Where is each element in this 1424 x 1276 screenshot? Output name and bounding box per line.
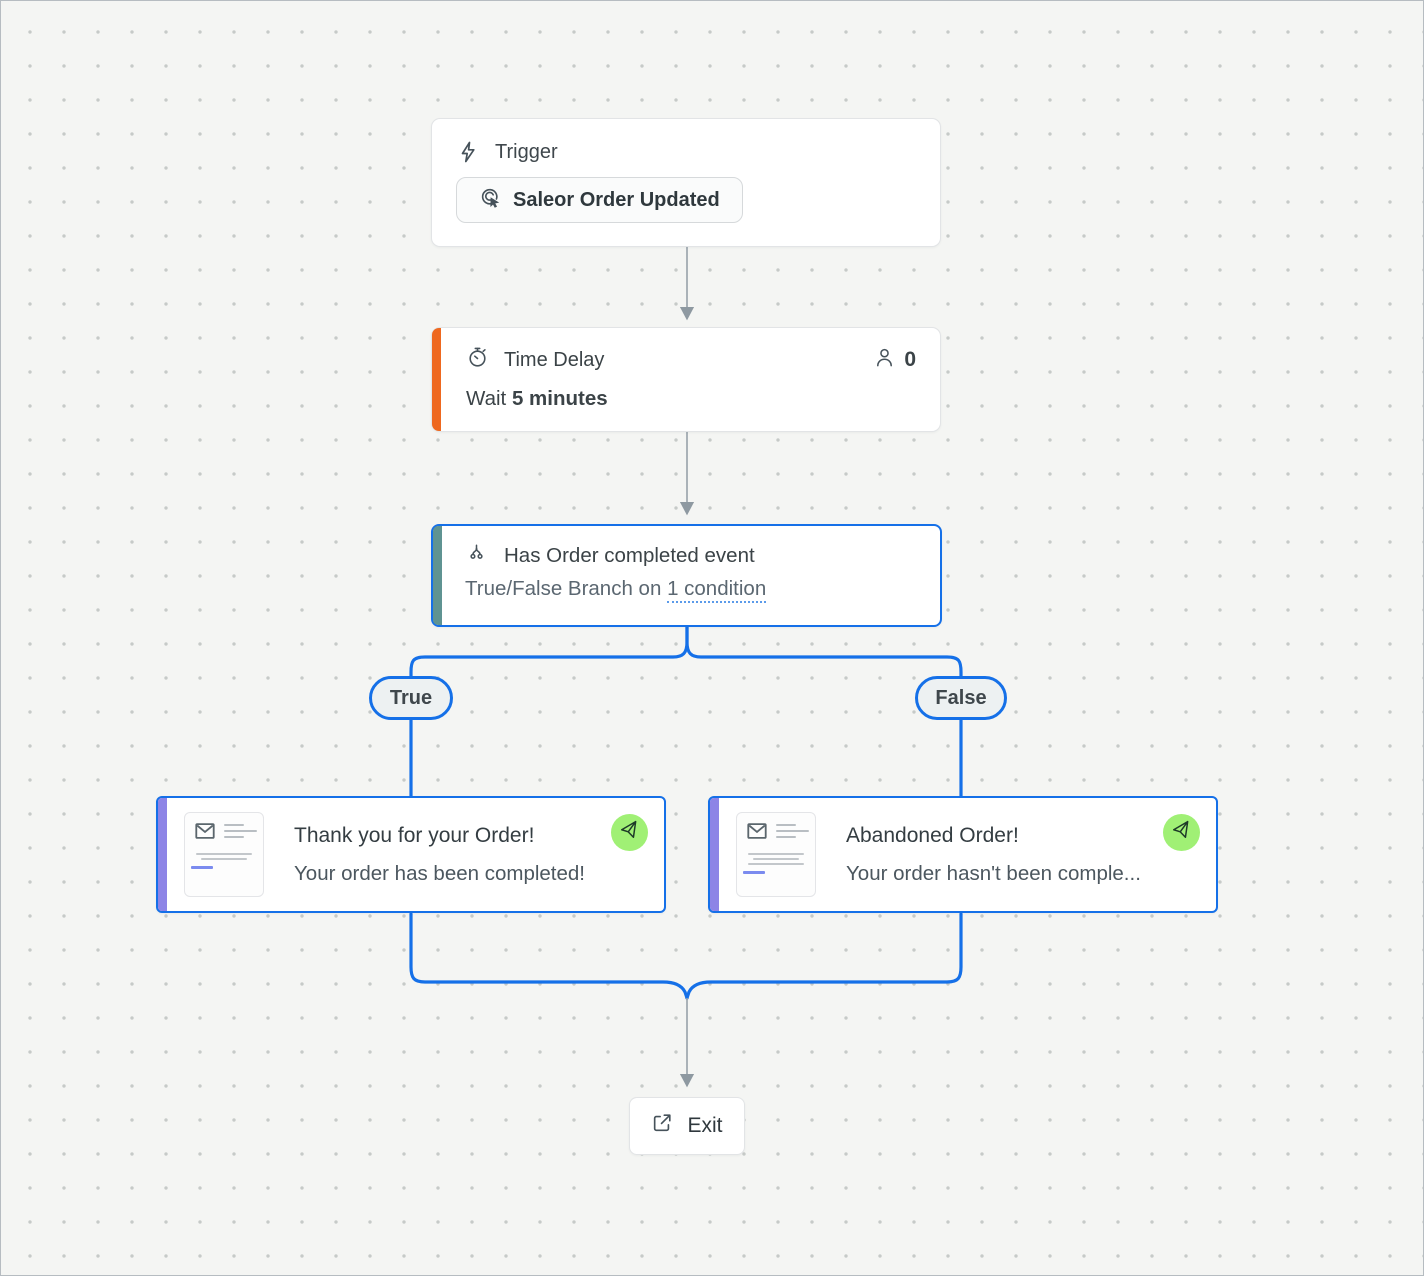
external-link-icon [651, 1112, 673, 1140]
condition-title: Has Order completed event [504, 543, 755, 567]
delay-wait-text: Wait 5 minutes [466, 387, 916, 411]
send-icon [619, 820, 640, 846]
email-accent-strip [710, 798, 719, 911]
delay-accent-strip [432, 328, 441, 431]
false-branch-label: False [935, 686, 987, 709]
send-status-badge [611, 814, 648, 851]
true-branch-label: True [389, 686, 433, 709]
condition-subtitle-prefix: True/False Branch on [465, 577, 668, 600]
trigger-event-button[interactable]: Saleor Order Updated [456, 177, 743, 223]
condition-accent-strip [433, 526, 442, 625]
condition-subtitle: True/False Branch on 1 condition [465, 577, 920, 603]
wait-prefix: Wait [466, 387, 512, 410]
trigger-label: Trigger [495, 140, 558, 163]
email-node-true[interactable]: Thank you for your Order! Your order has… [156, 796, 666, 913]
condition-header: Has Order completed event [465, 541, 920, 570]
send-status-badge [1163, 814, 1200, 851]
trigger-node[interactable]: Trigger Saleor Order Updated [431, 118, 941, 247]
time-delay-node[interactable]: Time Delay 0 Wait 5 minutes [431, 327, 941, 432]
stopwatch-icon [466, 345, 490, 375]
email-preview-link [191, 866, 213, 869]
exit-node[interactable]: Exit [629, 1097, 745, 1155]
email-title: Thank you for your Order! [294, 823, 535, 847]
true-branch-pill[interactable]: True [369, 676, 453, 720]
wait-value: 5 minutes [511, 387, 608, 410]
email-subtitle: Your order hasn't been comple... [846, 861, 1141, 885]
lightning-icon [456, 140, 480, 164]
false-branch-pill[interactable]: False [915, 676, 1007, 720]
envelope-icon [191, 820, 219, 847]
click-icon [479, 186, 502, 215]
envelope-icon [743, 820, 771, 847]
email-preview-thumbnail [736, 812, 816, 897]
trigger-event-label: Saleor Order Updated [513, 188, 720, 211]
email-preview-link [743, 871, 765, 874]
email-subtitle: Your order has been completed! [294, 861, 585, 885]
person-icon [873, 346, 896, 375]
contact-counter: 0 [873, 346, 916, 375]
send-icon [1171, 820, 1192, 846]
email-preview-thumbnail [184, 812, 264, 897]
trigger-header: Trigger [456, 140, 916, 164]
exit-label: Exit [687, 1114, 723, 1137]
email-title: Abandoned Order! [846, 823, 1019, 847]
contact-count-value: 0 [904, 348, 916, 371]
email-node-false[interactable]: Abandoned Order! Your order hasn't been … [708, 796, 1218, 913]
email-accent-strip [158, 798, 167, 911]
condition-node[interactable]: Has Order completed event True/False Bra… [431, 524, 942, 627]
delay-title: Time Delay [504, 348, 605, 371]
condition-count-link[interactable]: 1 condition [667, 577, 767, 603]
delay-header: Time Delay 0 [466, 345, 916, 375]
branch-fork-icon [465, 541, 488, 570]
